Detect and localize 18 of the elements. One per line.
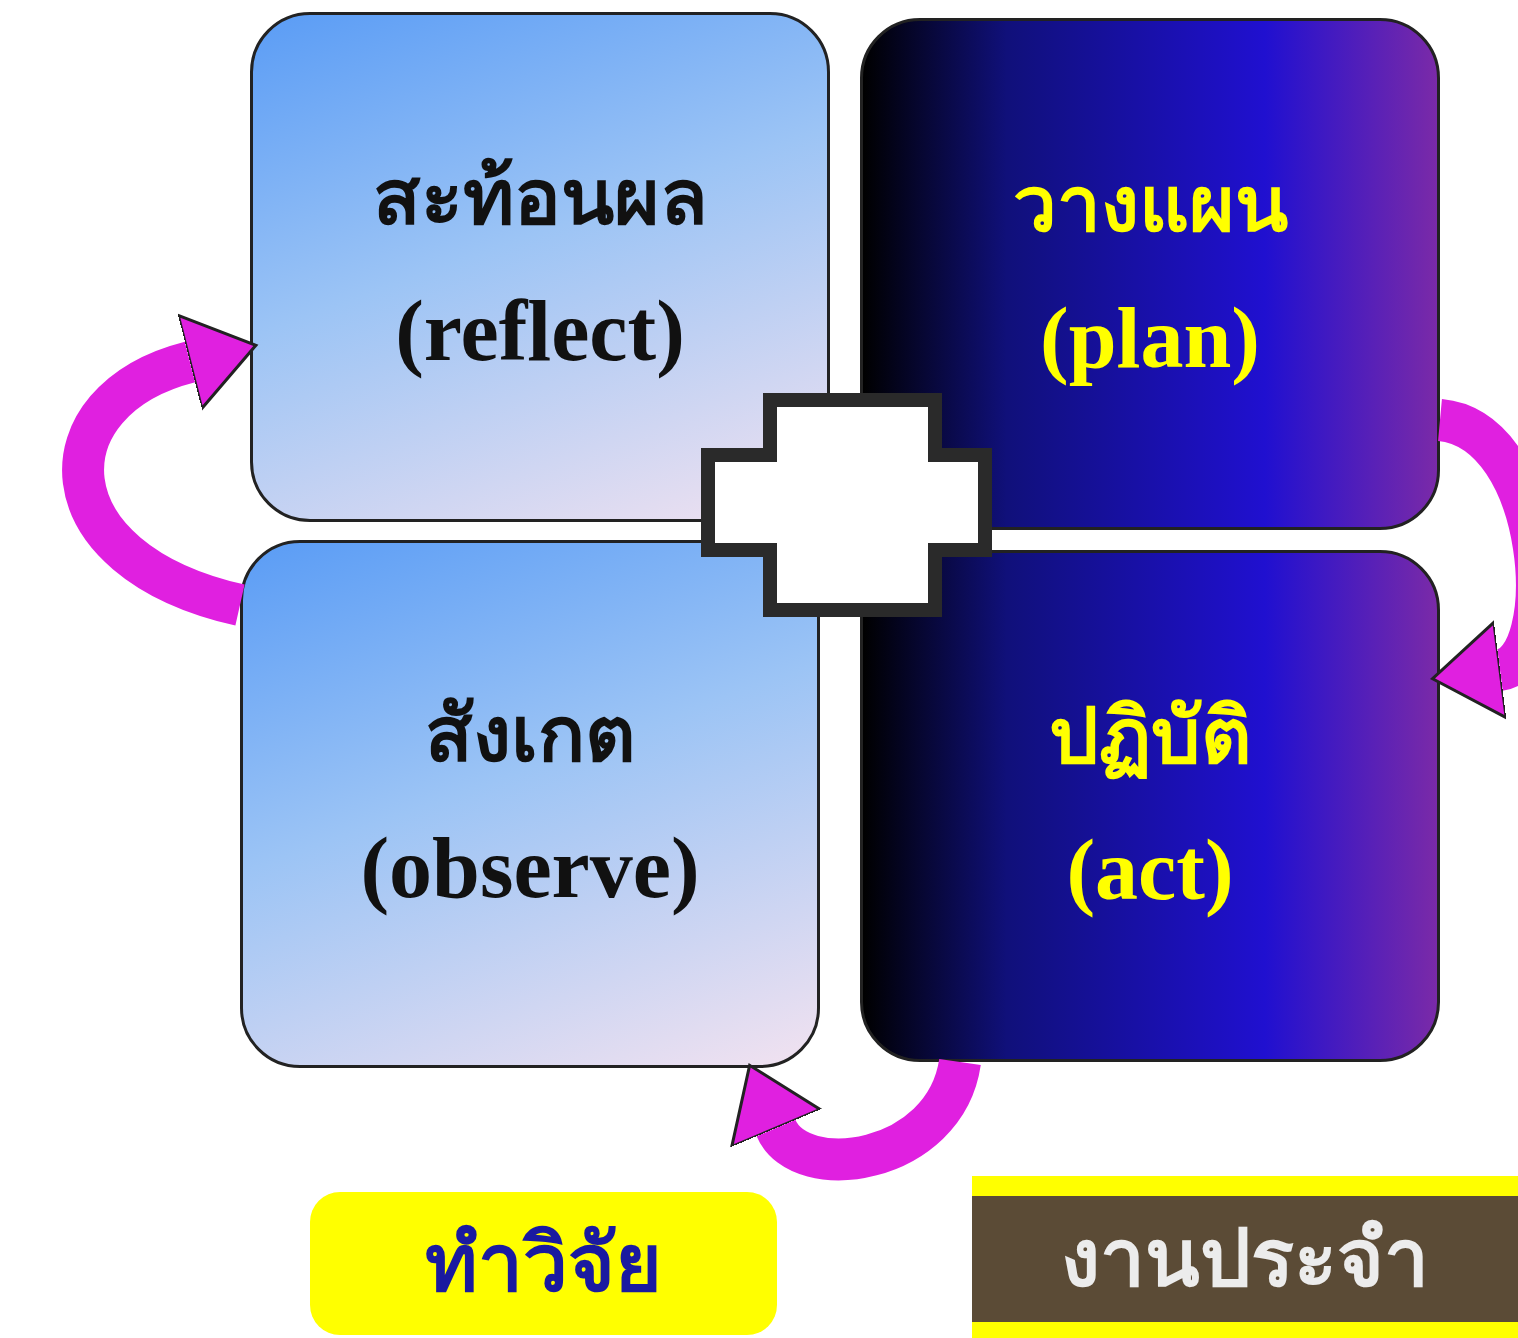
box-subtitle: (reflect) bbox=[395, 282, 685, 382]
cross-shape bbox=[701, 393, 992, 617]
process-box bbox=[860, 550, 1440, 1062]
box-subtitle: (act) bbox=[1066, 821, 1234, 921]
box-title: งานประจำ bbox=[1061, 1213, 1429, 1305]
box-subtitle: (plan) bbox=[1040, 289, 1260, 389]
box-title: สังเกต bbox=[424, 689, 636, 780]
box-title: วางแผน bbox=[1012, 159, 1288, 250]
label-box bbox=[310, 1192, 777, 1335]
box-title: สะท้อนผล bbox=[372, 152, 708, 243]
process-box bbox=[860, 18, 1440, 530]
process-box bbox=[250, 12, 830, 522]
box-title: ทำวิจัย bbox=[425, 1217, 662, 1310]
label-band bbox=[972, 1176, 1518, 1338]
curved-arrow bbox=[62, 315, 256, 626]
box-subtitle: (observe) bbox=[360, 819, 700, 919]
box-title: ปฏิบัติ bbox=[1048, 691, 1252, 782]
process-box bbox=[240, 540, 820, 1068]
